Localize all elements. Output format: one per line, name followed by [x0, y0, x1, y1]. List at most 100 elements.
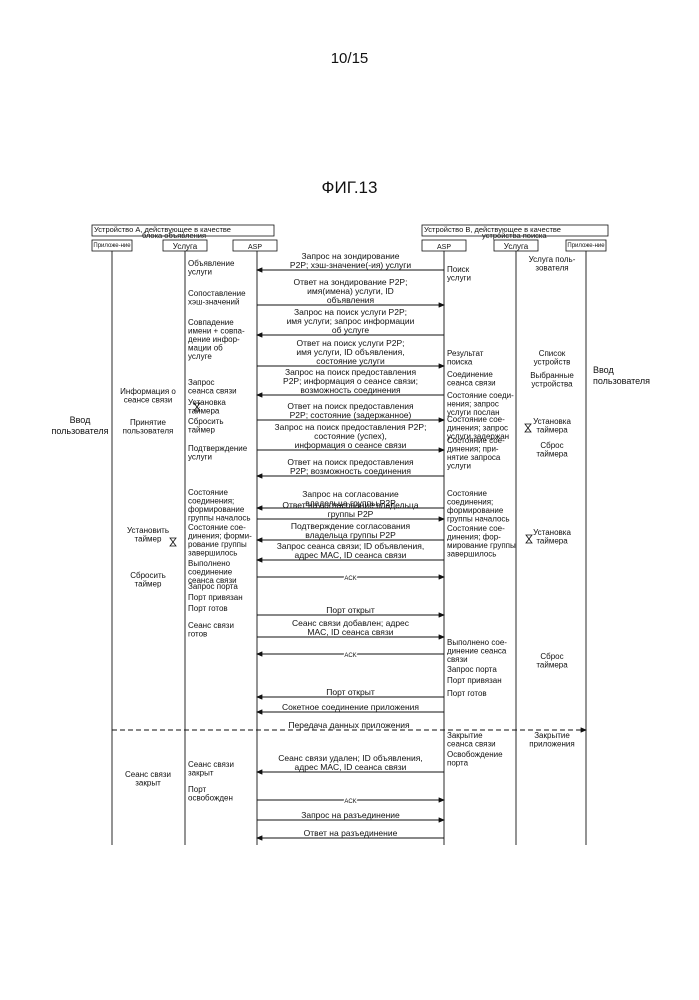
message-label: информация о сеансе связи [295, 440, 407, 450]
note-asp-b-line: группы началось [447, 515, 510, 524]
note-asp-b: Состояниесоединения;формированиегруппы н… [447, 489, 510, 524]
note-service-b: Списокустройств [534, 349, 571, 367]
note-service-a: Сеанс связизакрыт [188, 760, 234, 778]
message-label: Сокетное соединение приложения [282, 702, 419, 712]
message: Запрос на поиск предоставленияP2P; инфор… [257, 367, 444, 395]
note-asp-b: Порт привязан [447, 676, 502, 685]
hourglass-icon [526, 535, 532, 543]
message-label: адрес MAC, ID сеанса связи [295, 550, 407, 560]
note-service-a-line: услуги [188, 453, 212, 462]
note-asp-b: Выполнено сое-динение сеансасвязи [447, 638, 507, 664]
note-service-a: Порт готов [188, 604, 228, 613]
message-label: владельца группы P2P [305, 530, 396, 540]
message: Передача данных приложения [112, 720, 586, 730]
note-service-a: Сеанс связиготов [188, 621, 234, 639]
note-service-b-line: таймера [536, 450, 568, 459]
note-service-a: Портосвобожден [188, 785, 233, 803]
note-asp-b: Освобождениепорта [447, 750, 503, 768]
device-a-app-label: Приложе-ние [93, 243, 131, 249]
note-asp-b: Закрытиесеанса связи [447, 731, 496, 749]
user-input-b-line2: пользователя [593, 376, 650, 386]
note-app-a-line: закрыт [135, 779, 161, 788]
device-b-service-label: Услуга [504, 242, 529, 251]
message: ACK [257, 653, 444, 659]
note-service-a: Состояние сое-динения; форми-рование гру… [188, 523, 252, 558]
note-asp-b-line: поиска [447, 358, 473, 367]
note-service-a-line: хэш-значений [188, 298, 240, 307]
message-label: P2P; состояние (задержанное) [290, 410, 412, 420]
note-service-b: Сбростаймера [536, 441, 568, 459]
note-app-a: Сброситьтаймер [130, 571, 166, 589]
note-service-b-line: устройств [534, 358, 571, 367]
message: Ответ на поиск услуги P2P;имя услуги, ID… [257, 338, 444, 366]
device-a-asp-label: ASP [248, 244, 262, 251]
message-label: MAC, ID сеанса связи [307, 627, 393, 637]
note-asp-b-line: порта [447, 759, 469, 768]
note-service-b: Сбростаймера [536, 652, 568, 670]
message-label: ACK [344, 799, 356, 805]
note-service-a: Установкатаймера [188, 398, 226, 416]
note-service-a: Запроссеанса связи [188, 378, 237, 396]
note-service-b-line: приложения [529, 740, 574, 749]
note-service-a-line: закрыт [188, 769, 214, 778]
message: Запрос на поиск услуги P2P;имя услуги; з… [257, 307, 444, 335]
message: Ответ на зондирование P2P;имя(имена) усл… [257, 277, 444, 305]
message: Запрос на поиск предоставления P2P;состо… [257, 422, 444, 450]
note-asp-b: Порт готов [447, 689, 487, 698]
message-label: адрес MAC, ID сеанса связи [295, 762, 407, 772]
note-service-b-line: зователя [535, 264, 568, 273]
note-service-a: Порт привязан [188, 593, 243, 602]
note-asp-b-line: Запрос порта [447, 665, 497, 674]
message-label: объявления [327, 295, 375, 305]
note-asp-b-line: услуги [447, 462, 471, 471]
message-label: ACK [344, 576, 356, 582]
note-service-a-line: услуги [188, 268, 212, 277]
note-app-a-line: таймер [135, 580, 162, 589]
note-service-a: Запрос порта [188, 582, 238, 591]
note-service-b-line: таймера [536, 661, 568, 670]
note-app-a: Принятиепользователя [123, 418, 174, 436]
note-service-b: Услуга поль-зователя [529, 255, 576, 273]
message: ACK [257, 799, 444, 805]
note-asp-b: Соединениесеанса связи [447, 370, 496, 388]
note-asp-b-line: Порт готов [447, 689, 487, 698]
user-input-b-line1: Ввод [593, 365, 614, 375]
device-b-title-2: устройства поиска [482, 231, 547, 240]
message-label: об услуге [332, 325, 369, 335]
user-input-b: Ввод пользователя [593, 365, 650, 386]
message: Сеанс связи добавлен; адресMAC, ID сеанс… [257, 618, 444, 637]
user-input-a: Ввод пользователя [52, 415, 109, 436]
note-service-a-line: завершилось [188, 549, 237, 558]
note-service-b-line: таймера [536, 426, 568, 435]
note-service-a-line: Порт готов [188, 604, 228, 613]
note-service-a: Сопоставлениехэш-значений [188, 289, 246, 307]
message-label: Порт открыт [326, 687, 375, 697]
note-service-b-line: устройства [531, 380, 573, 389]
note-asp-b: Запрос порта [447, 665, 497, 674]
hourglass-icon [170, 538, 176, 546]
message: ACK [257, 576, 444, 582]
note-app-a-line: таймер [135, 535, 162, 544]
message: Ответ на согласование владельцагруппы P2… [257, 500, 444, 519]
note-app-a-line: пользователя [123, 427, 174, 436]
message: Ответ на поиск предоставленияP2P; состоя… [257, 401, 444, 420]
note-service-a-line: Запрос порта [188, 582, 238, 591]
note-service-a: Объявлениеуслуги [188, 259, 235, 277]
note-app-a: Сеанс связизакрыт [125, 770, 171, 788]
note-service-b: Закрытиеприложения [529, 731, 574, 749]
note-asp-b-line: сеанса связи [447, 740, 496, 749]
message: Сокетное соединение приложения [257, 702, 444, 712]
note-asp-b-line: услуги [447, 274, 471, 283]
note-asp-b: Результатпоиска [447, 349, 484, 367]
note-service-a: Совпадениеимени + совпа-дение инфор-маци… [188, 318, 245, 361]
note-service-a-line: освобожден [188, 794, 233, 803]
message-label: возможность соединения [300, 385, 401, 395]
note-service-a-line: группы началось [188, 514, 251, 523]
device-a-header: Устройство А, действующее в качестве бло… [92, 225, 277, 251]
message: Запрос сеанса связи; ID объявления,адрес… [257, 541, 444, 560]
message: Подтверждение согласованиявладельца груп… [257, 521, 444, 540]
user-input-a-line2: пользователя [52, 426, 109, 436]
message: Запрос на зондированиеP2P; хэш-значение(… [257, 251, 444, 270]
message: Запрос на разъединение [257, 810, 444, 820]
